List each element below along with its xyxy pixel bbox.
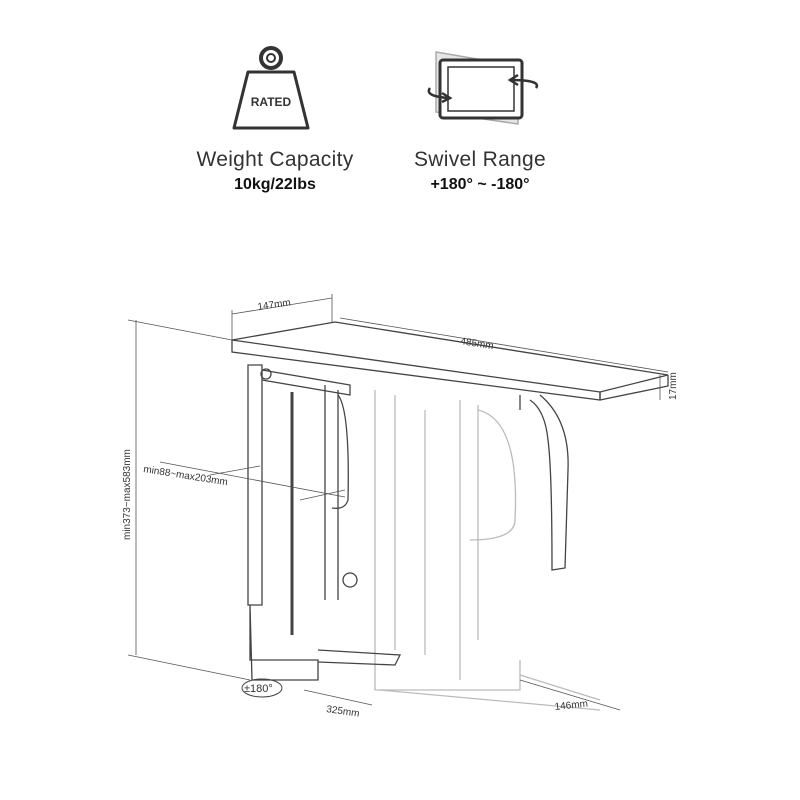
spec-value: +180° ~ -180° xyxy=(430,176,530,193)
rotation-badge: ±180° xyxy=(241,678,283,698)
main-unit xyxy=(247,364,263,606)
dim-thickness: 17mm xyxy=(668,372,679,400)
spec-title: Swivel Range xyxy=(414,148,546,171)
spec-weight-capacity: Weight Capacity 10kg/22lbs xyxy=(170,148,380,194)
dim-base: 146mm xyxy=(554,699,588,713)
dim-depth-top: 147mm xyxy=(257,297,292,313)
weight-icon: RATED xyxy=(232,46,310,130)
spec-swivel-range: Swivel Range +180° ~ -180° xyxy=(375,148,585,194)
dim-width-range: min88~max203mm xyxy=(143,464,229,488)
dim-length: 485mm xyxy=(460,336,495,352)
spec-title: Weight Capacity xyxy=(196,148,354,171)
strap xyxy=(529,394,569,571)
dim-slide: 325mm xyxy=(326,704,361,720)
dim-height: min373~max583mm xyxy=(122,449,133,540)
rated-badge: RATED xyxy=(251,95,292,109)
swivel-icon xyxy=(427,51,539,125)
svg-text:±180°: ±180° xyxy=(244,683,273,695)
spec-value: 10kg/22lbs xyxy=(234,176,316,193)
top-plate xyxy=(231,321,669,393)
ghost-unit xyxy=(374,390,601,711)
